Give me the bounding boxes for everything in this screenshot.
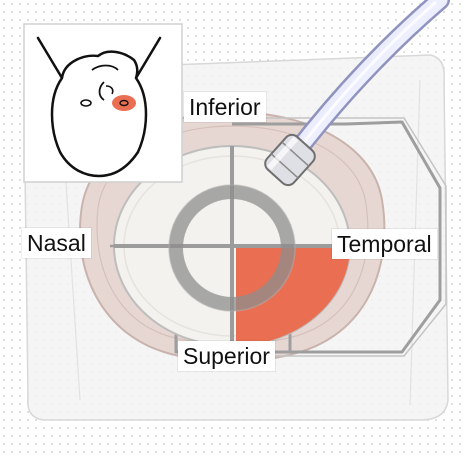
label-temporal: Temporal bbox=[332, 229, 437, 259]
label-nasal: Nasal bbox=[22, 228, 91, 258]
label-inferior: Inferior bbox=[184, 92, 266, 122]
label-superior: Superior bbox=[178, 341, 275, 371]
head-icon bbox=[24, 24, 182, 182]
